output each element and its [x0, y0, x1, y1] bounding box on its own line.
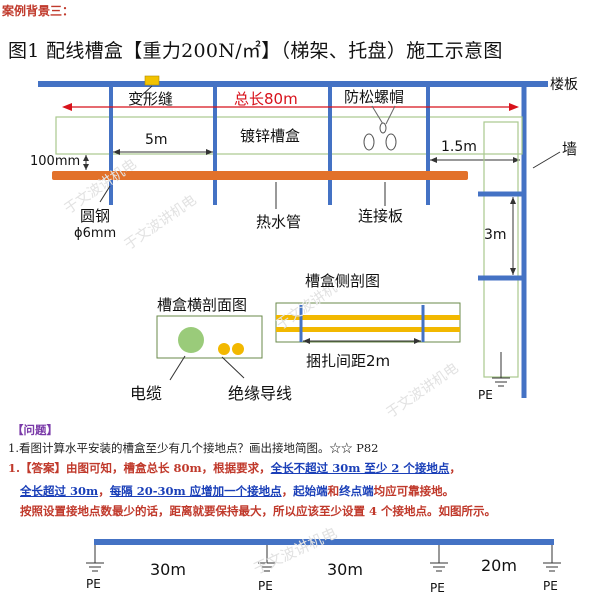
cross-section-box — [156, 315, 263, 359]
span-label: 5m — [145, 132, 168, 148]
pe-label: PE — [258, 579, 273, 593]
wall-label: 墙 — [562, 140, 578, 158]
tray-outline — [55, 116, 523, 155]
cross-section-label: 槽盒横剖面图 — [157, 296, 248, 314]
segment-label: 20m — [481, 556, 517, 575]
cable-circle — [178, 327, 204, 353]
anti-loose-cap-nuts — [363, 105, 397, 151]
segment-label: 30m — [327, 560, 363, 579]
bottom-ground-symbol — [430, 545, 448, 572]
answer-text: ， — [281, 484, 294, 498]
question-heading: 【问题】 — [12, 423, 58, 437]
wire-band — [276, 327, 460, 332]
connector-plate-label: 连接板 — [358, 207, 404, 225]
case-header: 案例背景三： — [2, 4, 75, 18]
answer-highlight: 每隔 20-30m 应增加一个接地点 — [109, 484, 282, 498]
wire-band — [276, 315, 460, 320]
pe-label: PE — [86, 577, 101, 591]
answer-text: 和 — [327, 484, 340, 498]
answer-highlight: 起始端 — [293, 484, 328, 498]
bottom-ground-symbol — [86, 545, 104, 572]
offset-label: 1.5m — [441, 139, 477, 155]
question-text: 1.看图计算水平安装的槽盒至少有几个接地点？画出接地简图。☆☆ P82 — [8, 441, 379, 455]
pe-label: PE — [478, 388, 493, 402]
hot-water-pipe — [52, 171, 468, 180]
round-steel-dia-label: ϕ6mm — [74, 226, 117, 241]
bundle-spacing-label: 捆扎间距2m — [306, 352, 391, 370]
wire-circle — [218, 343, 230, 355]
total-length-label: 总长80m — [234, 90, 298, 108]
answer-highlight: 全长超过 30m — [20, 484, 99, 498]
answer-line-3: 按照设置接地点数最少的话，距离就要保持最大，所以应该至少设置 4 个接地点。如图… — [20, 504, 497, 518]
cable-label: 电缆 — [130, 384, 163, 403]
vertical-span-label: 3m — [484, 227, 507, 243]
pe-label: PE — [430, 581, 445, 595]
figure-title: 图1 配线槽盒【重力200N/㎡】（梯架、托盘）施工示意图 — [8, 40, 503, 62]
wire-circle — [232, 343, 244, 355]
expansion-joint — [144, 75, 160, 86]
hot-water-pipe-label: 热水管 — [256, 213, 302, 231]
answer-text: ， — [98, 484, 110, 498]
bottom-ground-symbol — [543, 545, 561, 572]
round-steel-label: 圆钢 — [80, 207, 111, 225]
segment-label: 30m — [150, 560, 186, 579]
anti-loose-cap-label: 防松螺帽 — [344, 88, 405, 106]
side-section-box — [275, 302, 461, 343]
insulated-wire-label: 绝缘导线 — [228, 384, 293, 403]
answer-text: 1.【答案】由图可知，槽盒总长 80m，根据要求， — [8, 461, 271, 475]
expansion-joint-label: 变形缝 — [128, 90, 174, 108]
tray-label: 镀锌槽盒 — [240, 127, 301, 145]
answer-highlight: 终点端 — [339, 484, 374, 498]
answer-highlight: 全长不超过 30m 至少 2 个接地点 — [270, 461, 450, 475]
answer-text: 均应可靠接地。 — [373, 484, 455, 498]
answer-text: ， — [449, 461, 461, 475]
pe-label: PE — [543, 579, 558, 593]
answer-line-2: 全长超过 30m，每隔 20-30m 应增加一个接地点，起始端和终点端均应可靠接… — [20, 483, 454, 499]
floor-slab-label: 楼板 — [550, 77, 578, 93]
answer-line-1: 1.【答案】由图可知，槽盒总长 80m，根据要求，全长不超过 30m 至少 2 … — [8, 460, 461, 476]
side-section-label: 槽盒侧剖图 — [305, 272, 381, 290]
bottom-ground-symbol — [258, 545, 276, 572]
gap-label: 100mm — [30, 154, 81, 169]
